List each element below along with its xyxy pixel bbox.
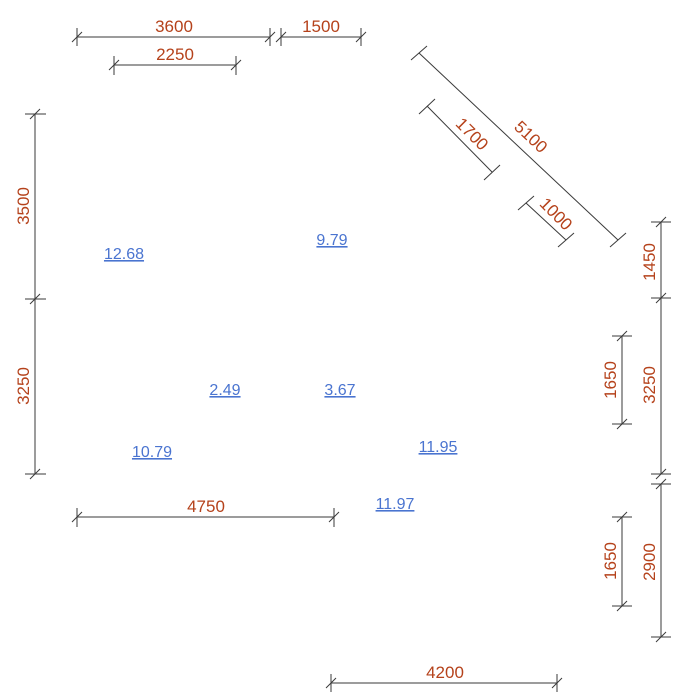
dimension-diagonal-5100: 5100: [410, 45, 627, 248]
dimension-label-1500: 1500: [302, 17, 340, 36]
dimension-label-3250-left: 3250: [14, 367, 33, 405]
area-label-room-a[interactable]: 12.68: [104, 246, 144, 263]
area-label-room-c[interactable]: 2.49: [209, 382, 240, 399]
dimension-label-1000: 1000: [536, 194, 576, 234]
dimension-top-3600: 3600: [71, 17, 276, 46]
dimension-label-4200: 4200: [426, 663, 464, 682]
area-label-room-g[interactable]: 11.97: [376, 496, 415, 513]
dimension-left: 3500 3250: [14, 108, 46, 480]
dimension-top-2250: 2250: [108, 45, 242, 75]
dimension-label-1700: 1700: [452, 114, 492, 154]
area-label-room-d[interactable]: 3.67: [324, 382, 355, 399]
dimension-right-outer: 1450 3250 2900: [640, 216, 671, 643]
dimension-label-5100: 5100: [510, 117, 551, 157]
dimension-label-3500: 3500: [14, 187, 33, 225]
dimension-bottom-4750: 4750: [71, 497, 340, 527]
dimension-diagonal-1700: 1700: [418, 98, 501, 181]
area-label-room-f[interactable]: 11.95: [419, 439, 458, 456]
dimension-label-1650-upper: 1650: [601, 361, 620, 399]
dimension-diagonal-1000: 1000: [517, 194, 576, 248]
dimension-label-4750: 4750: [187, 497, 225, 516]
area-label-room-e[interactable]: 10.79: [132, 444, 172, 461]
dimension-label-2900: 2900: [640, 543, 659, 581]
area-label-room-b[interactable]: 9.79: [316, 232, 347, 249]
dimension-top-1500: 1500: [275, 17, 367, 46]
dimension-label-3600: 3600: [155, 17, 193, 36]
dimension-right-inner-upper: 1650: [601, 330, 632, 430]
dimension-label-2250: 2250: [156, 45, 194, 64]
dimension-label-3250-right: 3250: [640, 366, 659, 404]
dimension-label-1650-lower: 1650: [601, 542, 620, 580]
dimension-right-inner-lower: 1650: [601, 511, 632, 612]
dimension-bottom-4200: 4200: [325, 663, 563, 692]
area-labels: 12.68 9.79 2.49 3.67 10.79 11.95 11.97: [104, 232, 458, 513]
dimension-label-1450: 1450: [640, 243, 659, 281]
